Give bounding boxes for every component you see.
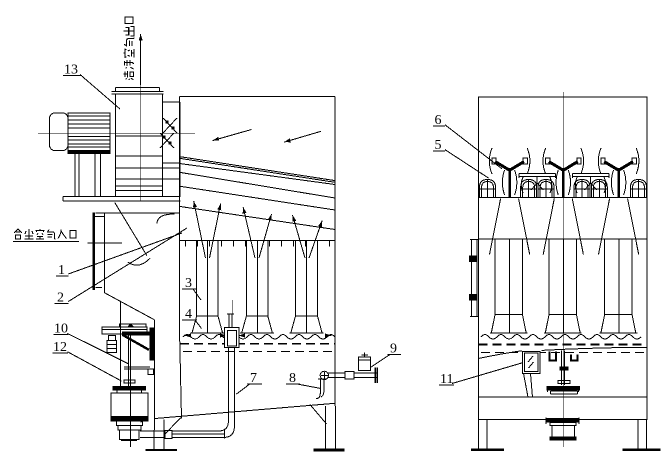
- svg-text:10: 10: [54, 321, 68, 336]
- svg-text:5: 5: [435, 138, 442, 153]
- svg-text:8: 8: [289, 371, 296, 386]
- svg-text:2: 2: [57, 291, 64, 306]
- svg-text:9: 9: [390, 342, 397, 357]
- svg-text:1: 1: [58, 263, 65, 278]
- svg-text:7: 7: [250, 371, 257, 386]
- svg-text:13: 13: [64, 63, 78, 78]
- svg-text:6: 6: [435, 113, 442, 128]
- svg-text:4: 4: [185, 307, 192, 322]
- svg-text:3: 3: [185, 276, 192, 291]
- svg-text:11: 11: [440, 372, 453, 387]
- svg-text:12: 12: [53, 340, 67, 355]
